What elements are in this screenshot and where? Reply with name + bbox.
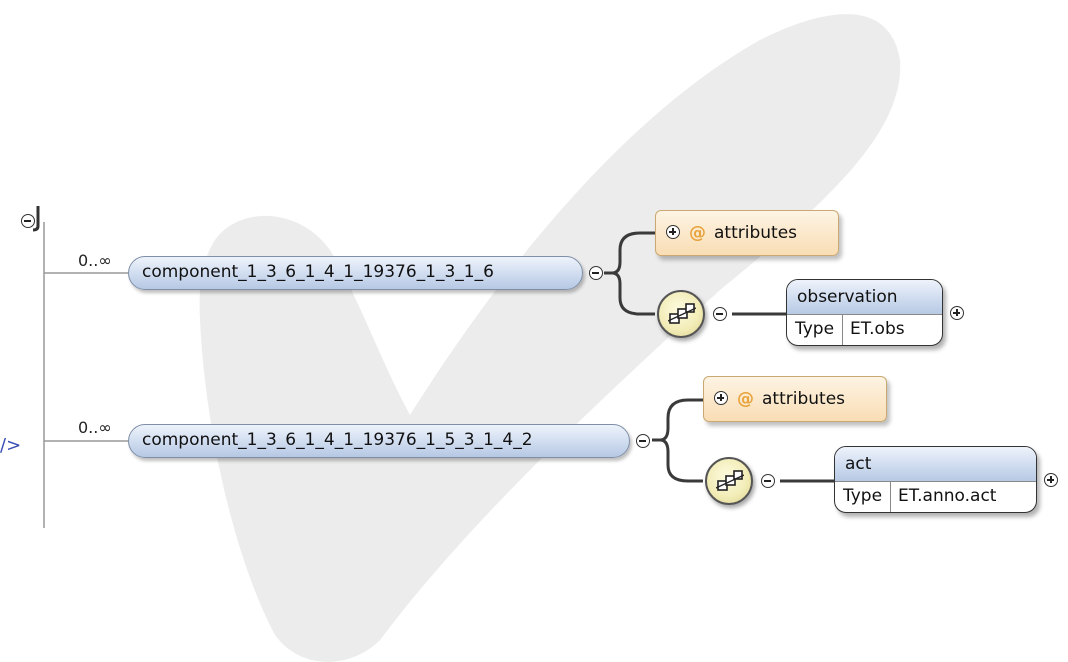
collapse-icon[interactable] <box>761 474 775 488</box>
component-element[interactable]: component_1_3_6_1_4_1_19376_1_3_1_6 <box>128 256 583 290</box>
cardinality-label: 0..∞ <box>78 251 112 270</box>
expand-icon[interactable] <box>666 225 680 239</box>
expand-icon[interactable] <box>714 391 728 405</box>
sequence-compositor-icon[interactable] <box>705 457 753 505</box>
cardinality-label: 0..∞ <box>78 418 112 437</box>
expand-icon[interactable] <box>950 306 964 320</box>
attributes-label: attributes <box>714 223 798 243</box>
collapse-icon[interactable] <box>589 266 603 280</box>
type-value: ET.obs <box>850 319 905 339</box>
left-edge-text: /> <box>0 435 22 456</box>
attributes-box[interactable]: @ attributes <box>703 376 887 422</box>
component-name: component_1_3_6_1_4_1_19376_1_3_1_6 <box>142 262 494 282</box>
root-collapse-icon[interactable] <box>21 214 35 228</box>
element-name: act <box>835 447 1036 481</box>
component-name: component_1_3_6_1_4_1_19376_1_5_3_1_4_2 <box>142 430 533 450</box>
type-row: Type ET.obs <box>787 314 942 345</box>
branch-lines <box>604 231 834 483</box>
checkmark-watermark <box>199 14 901 662</box>
type-value: ET.anno.act <box>898 486 997 506</box>
sequence-compositor-icon[interactable] <box>657 290 705 338</box>
type-key: Type <box>835 482 892 512</box>
element-name: observation <box>787 280 942 314</box>
type-row: Type ET.anno.act <box>835 481 1036 512</box>
attributes-box[interactable]: @ attributes <box>655 210 839 256</box>
collapse-icon[interactable] <box>713 307 727 321</box>
at-icon: @ <box>737 389 754 409</box>
tree-lines <box>43 222 128 528</box>
child-element-box[interactable]: observation Type ET.obs <box>786 279 943 346</box>
component-element[interactable]: component_1_3_6_1_4_1_19376_1_5_3_1_4_2 <box>128 424 630 458</box>
at-icon: @ <box>689 223 706 243</box>
root-bracket-icon <box>32 206 40 232</box>
type-key: Type <box>787 315 844 345</box>
attributes-label: attributes <box>762 389 846 409</box>
child-element-box[interactable]: act Type ET.anno.act <box>834 446 1037 513</box>
collapse-icon[interactable] <box>636 434 650 448</box>
expand-icon[interactable] <box>1044 473 1058 487</box>
